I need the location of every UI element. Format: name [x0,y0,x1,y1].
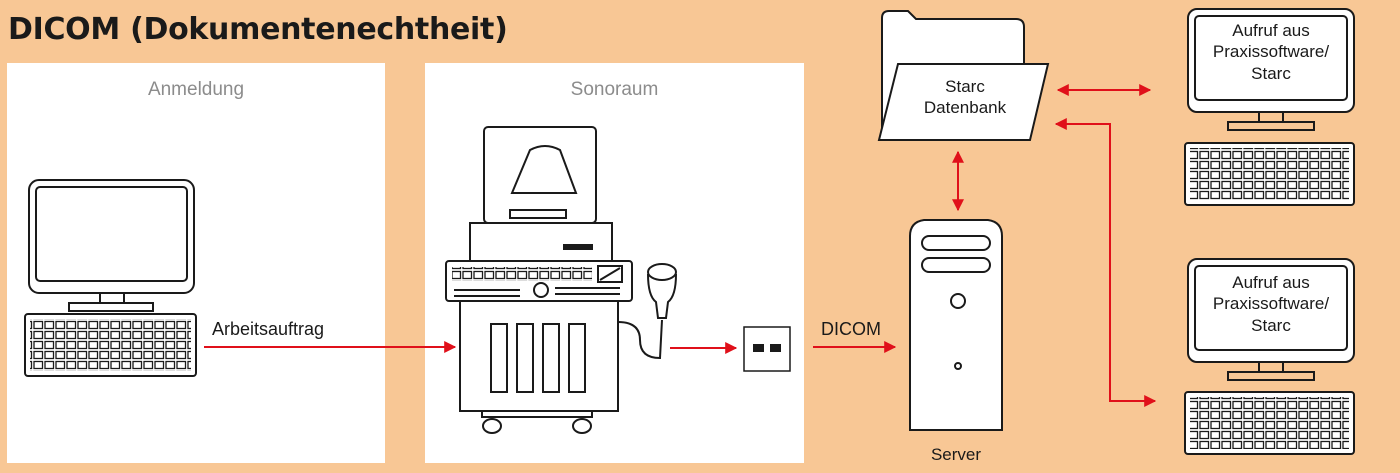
database-label: Starc Datenbank [902,76,1028,119]
client-top-label-line-3: Starc [1251,63,1291,83]
client-bottom-label-line-1: Aufruf aus [1232,273,1310,292]
server-icon [909,219,1003,431]
database-label-line-2: Datenbank [923,98,1007,118]
database-folder-icon [877,10,1050,141]
client-bottom-computer-icon [1184,258,1355,455]
sono-room-panel-title: Sonoraum [570,79,659,100]
ultrasound-machine-icon [445,126,677,434]
registration-computer-icon [24,179,197,377]
client-bottom-label: Aufruf aus Praxissoftware/ Starc [1195,272,1347,336]
database-label-line-1: Starc [945,77,985,96]
client-top-label: Aufruf aus Praxissoftware/ Starc [1195,20,1347,84]
client-top-label-line-1: Aufruf aus [1232,21,1310,40]
server-label: Server [930,445,982,464]
client-top-computer-icon [1184,8,1355,206]
dicom-label: DICOM [821,319,881,339]
client-bottom-label-line-2: Praxissoftware/ [1212,294,1330,314]
database-client-bottom-arrow [1054,118,1157,407]
client-bottom-label-line-3: Starc [1251,315,1291,335]
registration-panel-title: Anmeldung [147,79,245,100]
work-order-label: Arbeitsauftrag [212,319,325,339]
page-title: DICOM (Dokumentenechtheit) [8,12,508,47]
client-top-label-line-2: Praxissoftware/ [1212,42,1330,62]
network-socket-icon [743,326,791,372]
